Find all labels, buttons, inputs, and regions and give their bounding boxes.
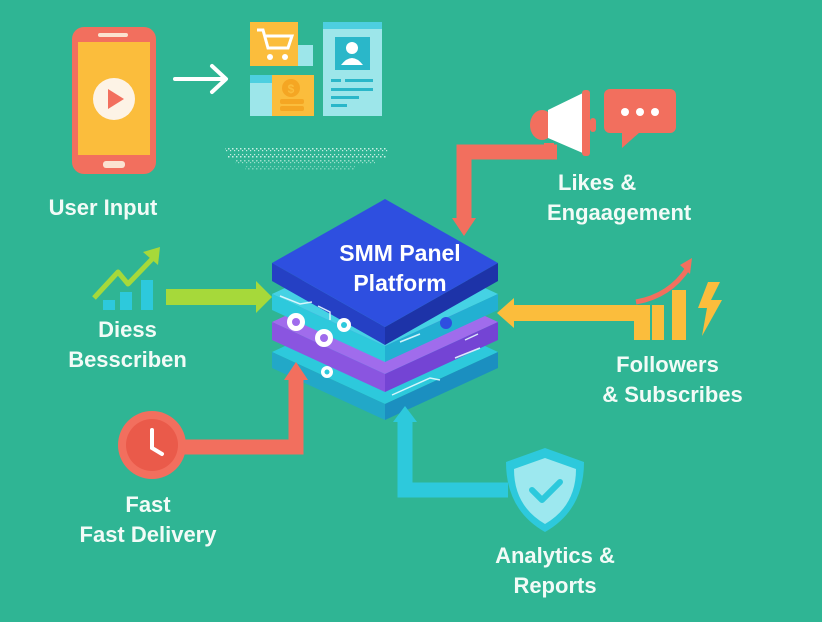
shopping-dashboard-icon: $ <box>250 22 382 116</box>
platform-title-line2: Platform <box>353 270 447 296</box>
smartphone-play-icon <box>72 27 156 174</box>
gear-icon-blue <box>440 317 452 329</box>
right-arrow-icon <box>173 64 228 94</box>
megaphone-icon <box>530 90 596 159</box>
describe-connector-arrow <box>166 281 272 313</box>
likes-label: Likes & Engaagement <box>530 168 710 228</box>
bar-chart-lightning-icon <box>635 258 722 340</box>
clock-icon <box>118 411 186 479</box>
data-particles-icon <box>225 148 388 170</box>
analytics-connector-arrow <box>393 406 508 498</box>
platform-title-line1: SMM Panel <box>339 240 461 266</box>
followers-label-line1: Followers <box>616 352 719 377</box>
user-input-label: User Input <box>48 195 158 220</box>
followers-connector-arrow <box>497 298 650 340</box>
likes-label-line1: Likes & <box>558 170 637 195</box>
analytics-label: Analytics & Reports <box>480 541 630 601</box>
describe-label: Diess Besscriben <box>60 315 195 375</box>
analytics-label-line1: Analytics & <box>495 543 615 568</box>
fast-label: Fast Fast Delivery <box>68 490 228 550</box>
fast-label-line2: Fast Delivery <box>79 522 217 547</box>
svg-text:$: $ <box>288 82 295 96</box>
likes-connector-arrow <box>452 144 557 236</box>
analytics-label-line2: Reports <box>513 573 597 598</box>
describe-label-line2: Besscriben <box>68 347 187 372</box>
circuit-lines <box>279 295 481 396</box>
fast-connector-arrow <box>180 362 308 455</box>
describe-label-line1: Diess <box>98 317 157 342</box>
gear-icon <box>287 313 351 378</box>
growth-chart-icon <box>92 247 160 310</box>
shield-check-icon <box>506 448 584 532</box>
smm-platform-stack <box>272 199 498 420</box>
followers-label-line2: & Subscribes <box>602 382 743 407</box>
followers-label: Followers & Subscribes <box>590 350 755 410</box>
chat-bubble-icon <box>604 89 676 148</box>
platform-title: SMM Panel Platform <box>300 238 500 298</box>
likes-label-line2: Engaagement <box>547 200 692 225</box>
fast-label-line1: Fast <box>125 492 171 517</box>
